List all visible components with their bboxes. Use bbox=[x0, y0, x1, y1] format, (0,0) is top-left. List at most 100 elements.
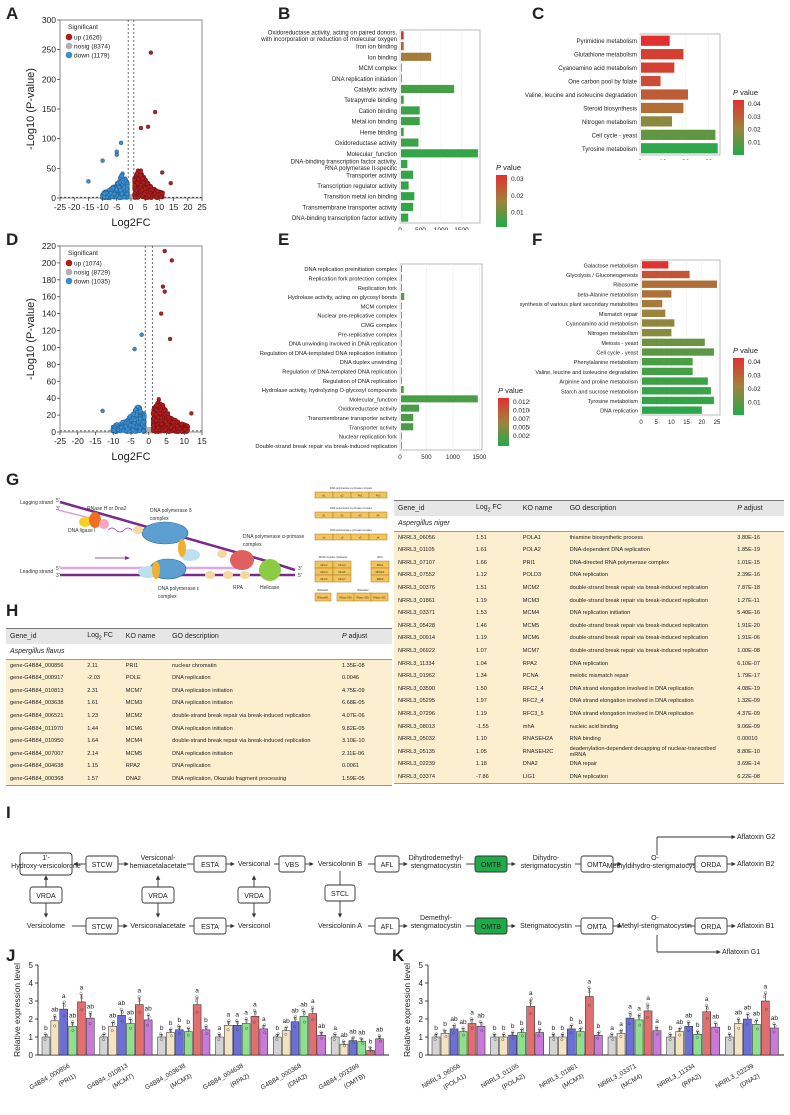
svg-text:Mcm5: Mcm5 bbox=[338, 570, 346, 574]
table-cell: 1.66 bbox=[472, 556, 519, 570]
svg-text:NRRL3_11334: NRRL3_11334 bbox=[656, 1062, 697, 1090]
svg-text:0.02: 0.02 bbox=[748, 127, 761, 134]
svg-text:RNaseH2: RNaseH2 bbox=[357, 588, 369, 592]
svg-text:5: 5 bbox=[655, 420, 659, 425]
svg-text:Replication fork protection co: Replication fork protection complex bbox=[308, 276, 397, 282]
svg-text:ab: ab bbox=[291, 1008, 299, 1015]
table-cell: NRRL3_05032 bbox=[394, 732, 472, 746]
table-cell: MCM6 bbox=[518, 632, 566, 645]
svg-text:Glutathione metabolism: Glutathione metabolism bbox=[574, 53, 637, 59]
table-cell: 0.00010 bbox=[733, 732, 784, 746]
svg-text:b: b bbox=[570, 1016, 574, 1023]
table-cell: 2.11E-06 bbox=[337, 747, 392, 761]
table-cell: MCM4 bbox=[121, 734, 169, 748]
svg-text:δ1: δ1 bbox=[323, 514, 326, 518]
svg-text:220: 220 bbox=[42, 241, 56, 251]
svg-text:Versicolome: Versicolome bbox=[27, 923, 65, 930]
table-cell: 1.51 bbox=[472, 531, 519, 544]
svg-text:Mismatch repair: Mismatch repair bbox=[599, 312, 638, 318]
table-cell: 6.68E-05 bbox=[337, 697, 392, 710]
svg-text:α2: α2 bbox=[341, 494, 344, 498]
svg-text:5': 5' bbox=[56, 498, 60, 504]
table-cell: PRI1 bbox=[121, 659, 169, 672]
svg-text:b: b bbox=[511, 1023, 515, 1030]
svg-text:ab: ab bbox=[300, 1001, 308, 1008]
svg-text:Metal ion binding: Metal ion binding bbox=[352, 120, 397, 126]
svg-text:0: 0 bbox=[146, 436, 151, 446]
svg-text:a: a bbox=[655, 1018, 659, 1025]
svg-text:Demethyl-: Demethyl- bbox=[420, 915, 453, 922]
svg-text:stengmatocystin: stengmatocystin bbox=[411, 863, 462, 870]
table-cell: 1.64 bbox=[83, 734, 122, 748]
column-header: KO name bbox=[121, 628, 169, 645]
table-cell: 3.80E-16 bbox=[733, 531, 784, 544]
svg-text:b: b bbox=[178, 1017, 182, 1024]
svg-text:ab: ab bbox=[735, 1010, 743, 1017]
svg-text:Significant: Significant bbox=[68, 24, 98, 31]
table-cell: 4.75E-09 bbox=[337, 684, 392, 698]
svg-text:0.01: 0.01 bbox=[748, 140, 761, 147]
svg-text:5': 5' bbox=[56, 566, 60, 572]
table-cell: double-strand break repair via break-ind… bbox=[565, 644, 734, 658]
svg-text:0.04: 0.04 bbox=[748, 359, 761, 366]
svg-text:0: 0 bbox=[51, 427, 56, 437]
svg-text:Pyrimidine metabolism: Pyrimidine metabolism bbox=[577, 39, 637, 45]
svg-text:ab: ab bbox=[753, 1011, 761, 1018]
table-cell: DNA replication bbox=[565, 657, 734, 670]
table-cell: DNA replication initiation bbox=[168, 747, 338, 761]
table-cell: MCM2 bbox=[121, 709, 169, 723]
svg-text:4: 4 bbox=[29, 979, 34, 988]
table-cell: -2.03 bbox=[83, 671, 122, 685]
svg-text:0.03: 0.03 bbox=[511, 176, 524, 183]
svg-text:5: 5 bbox=[419, 961, 424, 970]
table-cell: 2.14 bbox=[83, 747, 122, 761]
svg-text:Mcm4: Mcm4 bbox=[320, 570, 328, 574]
species-label: Aspergillus flavus bbox=[6, 644, 392, 660]
table-cell: 4.07E-06 bbox=[337, 709, 392, 723]
svg-text:O-: O- bbox=[651, 915, 659, 922]
svg-text:0: 0 bbox=[419, 1051, 424, 1060]
svg-text:Leading strand: Leading strand bbox=[20, 569, 53, 575]
svg-text:a: a bbox=[619, 1021, 623, 1028]
svg-text:-10: -10 bbox=[96, 202, 109, 212]
svg-text:complex: complex bbox=[158, 594, 177, 600]
table-cell: LIG1 bbox=[518, 770, 566, 784]
svg-text:5: 5 bbox=[164, 436, 169, 446]
svg-text:1000: 1000 bbox=[434, 227, 449, 230]
svg-text:Double-strand break repair via: Double-strand break repair via break-ind… bbox=[255, 444, 397, 450]
svg-text:DNA polymerase ε-primase compl: DNA polymerase ε-primase complex bbox=[330, 528, 373, 532]
svg-text:ab: ab bbox=[450, 1016, 458, 1023]
svg-text:10: 10 bbox=[155, 202, 165, 212]
svg-text:DNA replication initiation: DNA replication initiation bbox=[332, 77, 397, 83]
table-cell: MCM7 bbox=[121, 684, 169, 698]
panel-letter-k: K bbox=[392, 946, 405, 965]
table-cell: NRRL3_03371 bbox=[394, 606, 472, 620]
svg-text:δ4: δ4 bbox=[377, 514, 380, 518]
svg-text:STCW: STCW bbox=[92, 862, 113, 869]
svg-text:a: a bbox=[235, 1012, 239, 1019]
svg-text:DNA duplex unwinding: DNA duplex unwinding bbox=[340, 360, 397, 366]
svg-text:a: a bbox=[705, 996, 709, 1003]
svg-text:Ribosome: Ribosome bbox=[613, 283, 638, 289]
svg-text:b: b bbox=[186, 1019, 190, 1026]
svg-text:15: 15 bbox=[197, 436, 207, 446]
svg-text:Pri2: Pri2 bbox=[376, 494, 381, 498]
svg-text:ab: ab bbox=[318, 1023, 326, 1030]
column-header: P adjust bbox=[733, 500, 784, 517]
svg-text:Helicase: Helicase bbox=[260, 585, 279, 591]
svg-text:a: a bbox=[588, 978, 592, 985]
svg-text:Meiosis - yeast: Meiosis - yeast bbox=[601, 341, 638, 347]
svg-text:Regulation of DNA-templated DN: Regulation of DNA-templated DNA replicat… bbox=[260, 351, 397, 357]
table-cell: 1.19 bbox=[472, 594, 519, 607]
svg-text:a: a bbox=[253, 1001, 257, 1008]
svg-text:Tyrosine metabolism: Tyrosine metabolism bbox=[582, 147, 637, 153]
svg-text:0: 0 bbox=[129, 202, 134, 212]
svg-text:hemiacetalacetate: hemiacetalacetate bbox=[130, 863, 187, 870]
table-cell: POLD3 bbox=[518, 569, 566, 582]
